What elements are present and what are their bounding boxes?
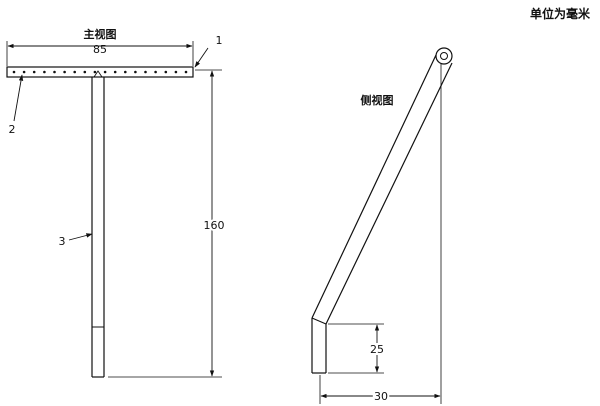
crossbar-hole — [43, 70, 46, 74]
crossbar — [6, 66, 194, 78]
crossbar-hole — [22, 70, 26, 74]
crossbar-holes — [12, 70, 188, 74]
crossbar-hole — [103, 70, 107, 74]
side-foot-dimension: 25 — [328, 323, 386, 374]
callout-3: 3 — [59, 233, 93, 248]
front-width-dimension: 85 — [6, 41, 194, 66]
side-view: 侧视图 25 30 — [311, 47, 453, 405]
crossbar-hole — [164, 70, 168, 74]
crossbar-hole — [12, 70, 16, 74]
crossbar-hole — [134, 70, 137, 74]
front-width-label: 85 — [93, 43, 107, 56]
bar-foot — [311, 318, 327, 374]
crossbar-hole — [93, 70, 97, 74]
crossbar-hole — [73, 70, 76, 74]
front-height-dimension: 160 — [108, 69, 227, 378]
callout-2-label: 2 — [9, 123, 16, 136]
crossbar-hole — [144, 70, 147, 74]
crossbar-hole — [154, 70, 157, 74]
side-base-label: 30 — [374, 390, 388, 403]
front-view-title: 主视图 — [84, 27, 117, 41]
side-foot-label: 25 — [370, 343, 384, 356]
crossbar-hole — [124, 70, 127, 74]
callout-1: 1 — [194, 34, 223, 68]
front-height-label: 160 — [204, 219, 225, 232]
side-view-title: 侧视图 — [361, 93, 394, 107]
slanted-bar — [311, 54, 453, 325]
crossbar-hole — [184, 70, 188, 74]
front-view: 主视图 85 160 1 — [6, 27, 227, 378]
callout-2: 2 — [9, 74, 24, 136]
crossbar-hole — [53, 70, 56, 74]
tube-end — [435, 47, 453, 65]
crossbar-hole — [83, 70, 87, 74]
handle — [91, 70, 105, 378]
callout-1-label: 1 — [216, 34, 223, 47]
crossbar-hole — [113, 70, 117, 74]
crossbar-hole — [174, 70, 178, 74]
callout-3-label: 3 — [59, 235, 66, 248]
side-base-dimension: 30 — [319, 375, 441, 405]
crossbar-hole — [63, 70, 66, 74]
units-note: 单位为毫米 — [530, 6, 591, 21]
crossbar-hole — [32, 70, 36, 74]
